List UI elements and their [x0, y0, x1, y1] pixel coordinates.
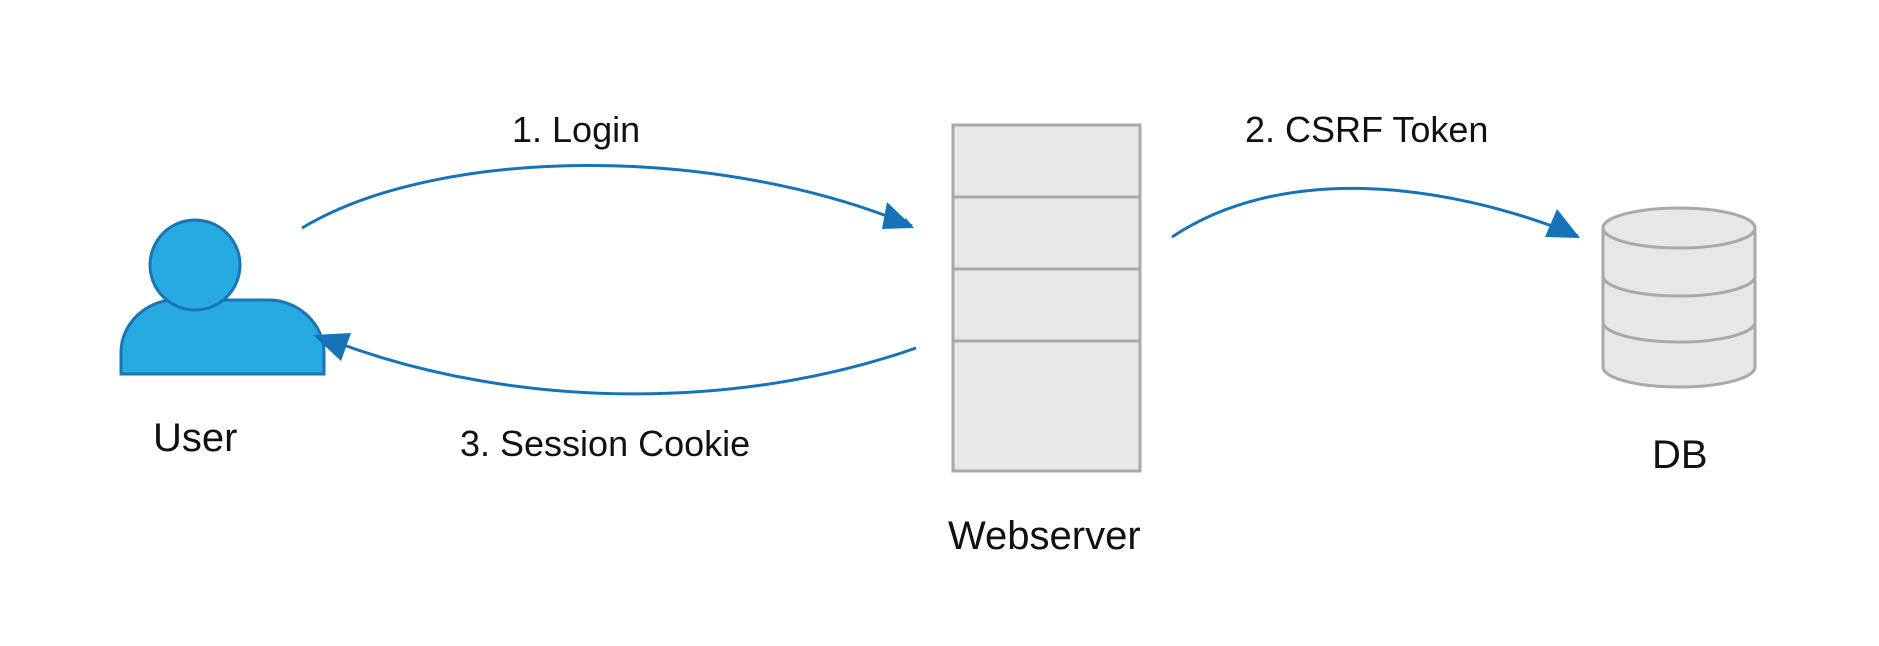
edge-arrow-csrf [1171, 186, 1579, 239]
node-label-user: User [153, 416, 238, 460]
edge-arrow-login [301, 164, 913, 230]
edge-label-login: 1. Login [512, 109, 641, 150]
arrowhead-session [313, 333, 351, 361]
edge-label-session: 3. Session Cookie [460, 423, 751, 464]
node-label-db: DB [1652, 433, 1708, 477]
arrowhead-csrf [1545, 209, 1580, 238]
edge-label-csrf: 2. CSRF Token [1245, 109, 1489, 150]
user-icon [119, 218, 326, 376]
node-label-webserver: Webserver [948, 514, 1141, 558]
arrowhead-login [882, 202, 914, 229]
edge-arrow-session [337, 341, 917, 396]
database-icon [1601, 206, 1757, 389]
server-rack-icon [951, 123, 1142, 473]
